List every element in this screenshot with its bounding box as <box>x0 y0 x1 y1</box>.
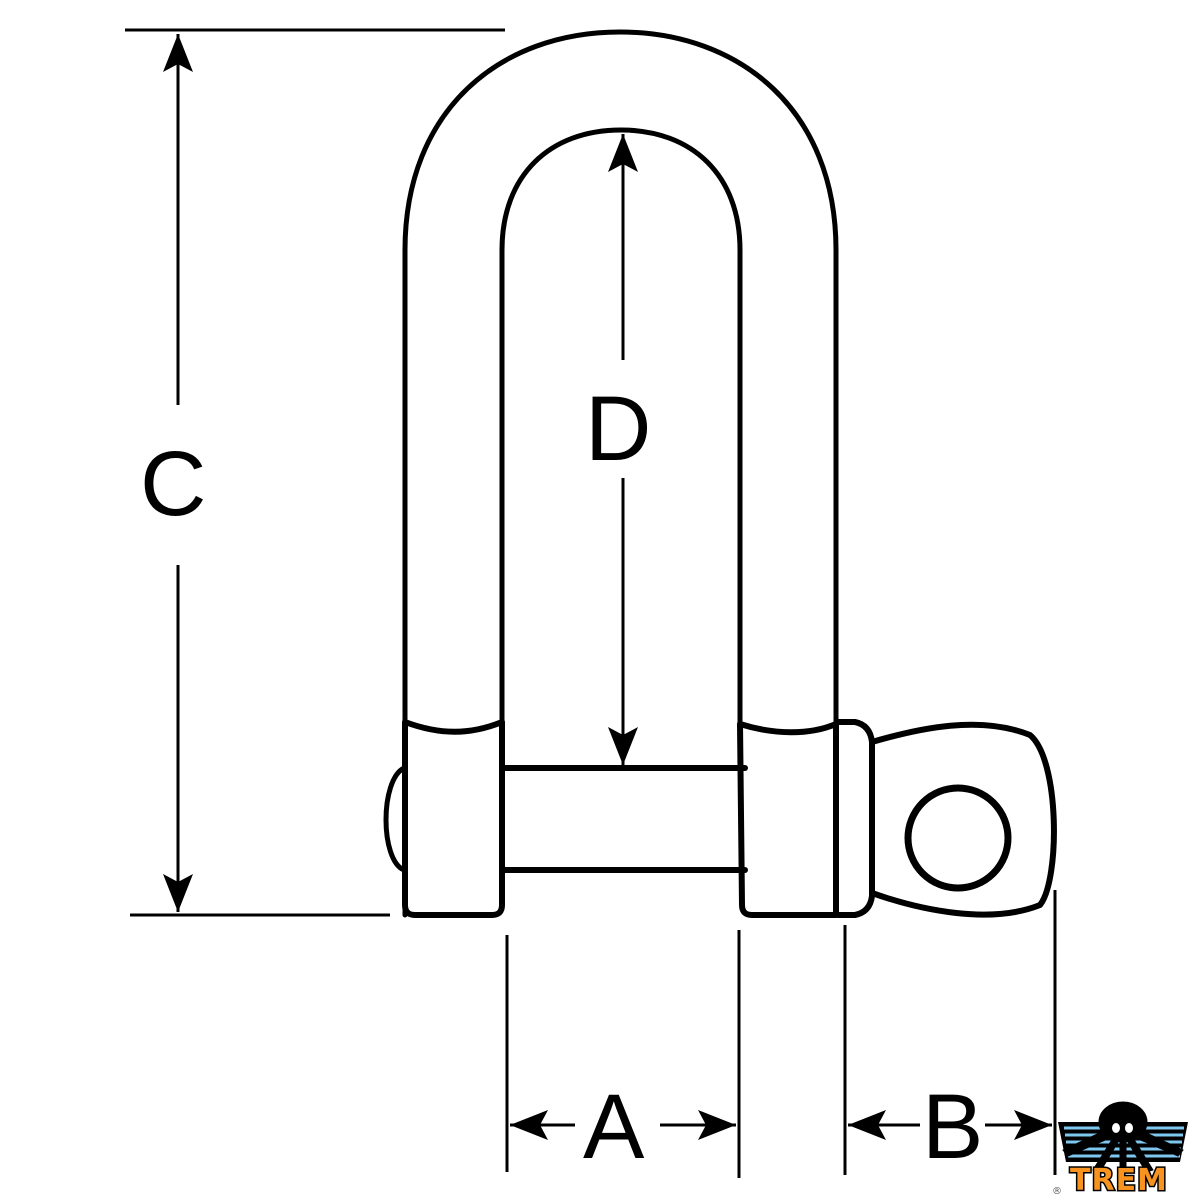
pin-eye-hole <box>904 784 1012 892</box>
dimension-label-a: A <box>583 1076 645 1178</box>
dimension-label-d: D <box>585 378 651 480</box>
d-arrow-down-icon <box>608 727 638 765</box>
shackle-inner-bow <box>499 127 743 731</box>
pin-eye <box>869 721 1057 918</box>
logo-text: TREM <box>1070 1163 1168 1198</box>
c-arrow-down-icon <box>163 874 193 912</box>
dimension-label-c: C <box>140 433 206 535</box>
shackle-outer-bow <box>402 29 839 918</box>
pin-cap-left <box>383 765 407 873</box>
dimension-label-b: B <box>922 1076 983 1178</box>
d-arrow-up-icon <box>608 134 638 172</box>
logo-octopus-icon <box>1062 1101 1184 1173</box>
a-arrow-right-icon <box>698 1110 736 1140</box>
b-arrow-left-icon <box>848 1110 886 1140</box>
a-arrow-left-icon <box>510 1110 548 1140</box>
b-arrow-right-icon <box>1014 1110 1052 1140</box>
pin-collar <box>835 719 875 918</box>
trem-logo: TREM ® <box>1052 1101 1188 1198</box>
shackle-right-foot <box>737 721 839 918</box>
logo-eyes-icon <box>1112 1123 1133 1133</box>
shackle-left-foot <box>402 719 505 918</box>
registered-mark: ® <box>1052 1186 1062 1197</box>
c-arrow-up-icon <box>163 34 193 72</box>
